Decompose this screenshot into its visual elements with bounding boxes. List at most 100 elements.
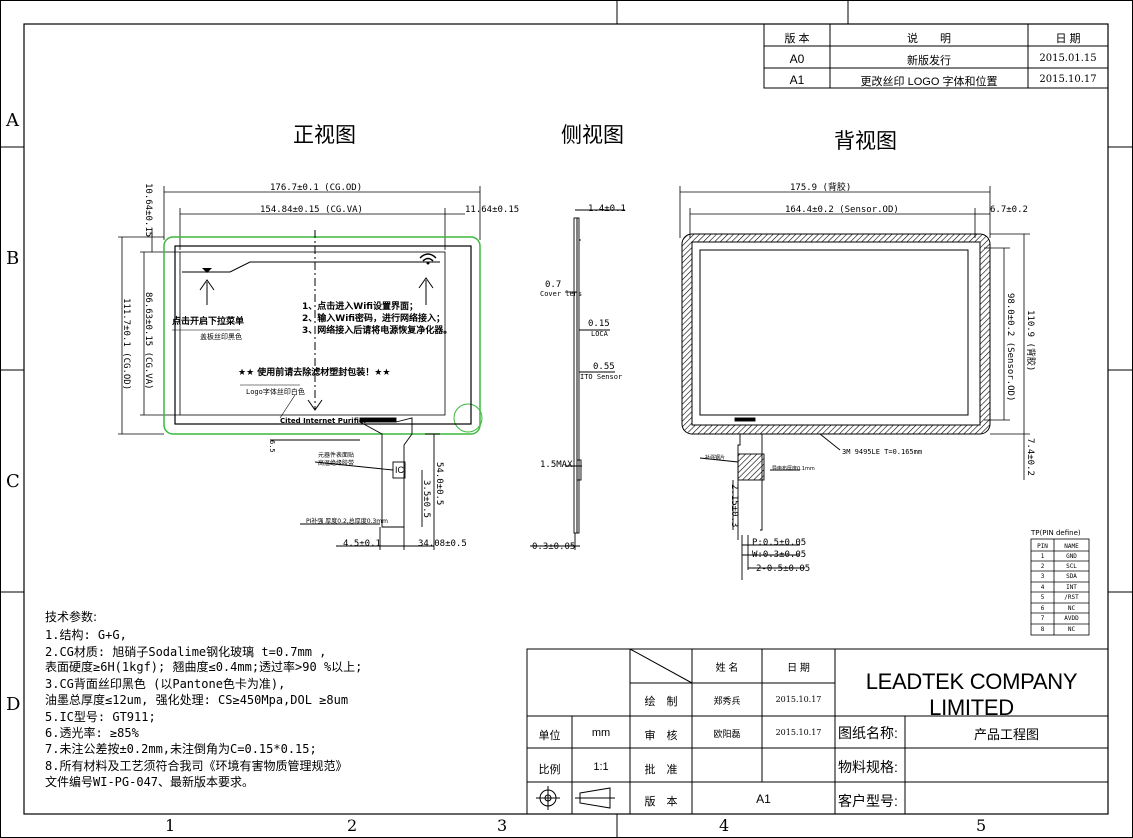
zone-col-5: 5 — [976, 816, 987, 835]
tb-unit-label: 单位 — [538, 730, 561, 742]
tb-scale-value: 1:1 — [593, 761, 609, 773]
back-span: 2-0.5±0.05 — [756, 564, 811, 574]
rev-row-0-version: A0 — [789, 52, 805, 66]
front-view-title: 正视图 — [293, 123, 356, 147]
tb-unit-value: mm — [591, 727, 611, 739]
front-note-bezel: 盖板丝印黑色 — [200, 333, 242, 341]
pin-row-1-pin: 1 — [1040, 553, 1045, 560]
specs-line-4: 3.CG背面丝印黑色 (以Pantone色卡为准), — [45, 677, 286, 691]
rev-row-1-date: 2015.10.17 — [1039, 74, 1097, 85]
tb-scale-label: 比例 — [538, 764, 561, 776]
tb-drawing-name-label: 图纸名称: — [838, 725, 898, 741]
front-component-note-2: 高温绝缘胶带 — [318, 460, 355, 467]
zone-row-b: B — [6, 248, 20, 269]
specs-line-2: 2.CG材质: 旭硝子Sodalime钢化玻璃 t=0.7mm , — [45, 645, 327, 659]
side-cover-lbl: Cover lens — [540, 290, 583, 298]
front-dim-left-va: 86.63±0.15 (CG.VA) — [143, 292, 153, 390]
side-view-title: 侧视图 — [561, 123, 624, 147]
front-dim-fpc-left: 4.5±0.1 — [343, 539, 381, 549]
specs-line-7: 6.透光率: ≥85% — [45, 726, 139, 740]
zone-row-a: A — [6, 110, 19, 131]
side-cover-val: 0.7 — [545, 280, 562, 290]
tb-check-name: 欧阳磊 — [713, 729, 741, 739]
front-logo-text: Cited Internet Purifier — [280, 417, 368, 425]
back-dim-fpc-len: 2.15±0.3 — [729, 484, 739, 528]
rev-row-1-description: 更改丝印 LOGO 字体和位置 — [860, 76, 998, 88]
side-loca-lbl: LOCA — [591, 330, 608, 338]
pin-header-name: NAME — [1064, 543, 1079, 550]
pin-row-7-name: AVDD — [1064, 615, 1079, 622]
back-dim-right-outer: 110.9 (背胶) — [1025, 310, 1035, 372]
front-dim-left-top: 10.64±0.15 — [143, 183, 153, 238]
front-pi-note: PI补强 厚度0.2,总厚度0.3mm — [306, 518, 388, 525]
company-name: LEADTEK COMPANY LIMITED — [865, 669, 1078, 720]
front-dim-fpc-len: 54.0±0.5 — [434, 462, 444, 506]
side-max-val: 1.5MAX — [540, 460, 573, 470]
tb-check-date: 2015.10.17 — [775, 728, 822, 737]
side-loca-val: 0.15 — [588, 319, 610, 329]
specs-line-6: 5.IC型号: GT911; — [45, 710, 156, 724]
front-dim-fpc-right: 34.08±0.5 — [418, 539, 467, 549]
front-step-2: 2、输入Wifi密码，进行网络接入； — [302, 314, 445, 324]
front-logo-note: Logo字体丝印白色 — [246, 388, 305, 396]
side-dim-top: 1.4±0.1 — [588, 204, 626, 214]
pin-row-3-name: SDA — [1066, 573, 1077, 580]
side-ito-val: 0.55 — [593, 362, 615, 372]
tb-customer-label: 客户型号: — [838, 793, 898, 809]
front-step-1: 1、点击进入Wifi设置界面； — [302, 302, 418, 312]
rev-row-0-date: 2015.01.15 — [1039, 53, 1097, 64]
pin-row-8-pin: 8 — [1040, 626, 1045, 633]
front-dim-top-outer: 176.7±0.1 (CG.OD) — [270, 183, 363, 193]
zone-col-3: 3 — [497, 816, 508, 835]
tb-check-label: 审 核 — [644, 730, 678, 742]
pin-row-4-name: INT — [1066, 584, 1077, 591]
front-ic-label: IC — [395, 465, 404, 475]
tb-material-label: 物料规格: — [838, 759, 898, 775]
pin-row-1-name: GND — [1066, 553, 1077, 560]
back-width: W:0.3±0.05 — [752, 550, 807, 560]
front-step-3: 3、网络接入后请将电源恢复净化器。 — [302, 326, 453, 336]
back-dim-right-sensor: 98.0±0.2 (Sensor.OD) — [1005, 293, 1015, 402]
pin-row-5-pin: 5 — [1040, 594, 1045, 601]
pin-row-8-name: NC — [1067, 626, 1076, 633]
back-stiff-note-2: 导电布厚度0.1mm — [772, 466, 815, 472]
pin-row-2-name: SCL — [1066, 563, 1077, 570]
pin-header-pin: PIN — [1037, 543, 1048, 550]
specs-line-1: 1.结构: G+G, — [45, 628, 127, 642]
zone-col-2: 2 — [347, 816, 358, 835]
side-fpc-thk: 0.3±0.05 — [532, 542, 576, 552]
rev-row-1-version: A1 — [789, 73, 805, 87]
back-view-title: 背视图 — [834, 129, 897, 153]
zone-col-1: 1 — [165, 816, 176, 835]
rev-row-0-description: 新版发行 — [907, 55, 951, 67]
rev-header-date: 日 期 — [1055, 33, 1081, 45]
back-dim-top-outer: 175.9 (背胶) — [790, 183, 852, 193]
tb-draw-name: 郑秀兵 — [713, 696, 741, 706]
front-component-note-1: 元器件表面贴 — [318, 452, 355, 459]
front-dim-fpc-mid: 3.5±0.5 — [421, 480, 431, 518]
front-dim-left-od: 111.7±0.1 (CG.OD) — [121, 298, 131, 391]
back-stiff-note: 补强钢片 — [705, 455, 726, 461]
pin-row-2-pin: 2 — [1040, 563, 1045, 570]
zone-row-c: C — [6, 471, 20, 492]
pin-row-5-name: /RST — [1064, 594, 1079, 601]
tb-draw-date: 2015.10.17 — [775, 695, 822, 704]
specs-title: 技术参数: — [45, 610, 98, 624]
back-dim-right-small: 7.4±0.2 — [1025, 438, 1035, 476]
pin-row-4-pin: 4 — [1040, 584, 1045, 591]
tb-drawing-name-value: 产品工程图 — [973, 727, 1039, 742]
front-note-pulldown: 点击开启下拉菜单 — [172, 317, 245, 327]
front-warning: ★★ 使用前请去除滤材塑封包装！★★ — [238, 368, 391, 378]
front-dim-top-va: 154.84±0.15 (CG.VA) — [260, 205, 363, 215]
back-dim-top-right: 6.7±0.2 — [990, 205, 1028, 215]
tb-date-header: 日 期 — [787, 663, 810, 674]
specs-line-5: 油墨总厚度≤12um, 强化处理: CS≥450Mpa,DOL ≥8um — [45, 693, 349, 707]
rev-header-version: 版 本 — [784, 33, 810, 45]
specs-line-3: 表面硬度≥6H(1kgf); 翘曲度≤0.4mm;透过率>90 %以上; — [45, 660, 363, 674]
tb-version-label: 版 本 — [644, 796, 678, 808]
front-dim-fpc-x: 6.5 — [268, 440, 276, 453]
side-ito-lbl: ITO Sensor — [580, 373, 623, 381]
back-tape-note: 3M 9495LE T=0.165mm — [842, 448, 923, 456]
tb-draw-label: 绘 制 — [644, 696, 678, 708]
